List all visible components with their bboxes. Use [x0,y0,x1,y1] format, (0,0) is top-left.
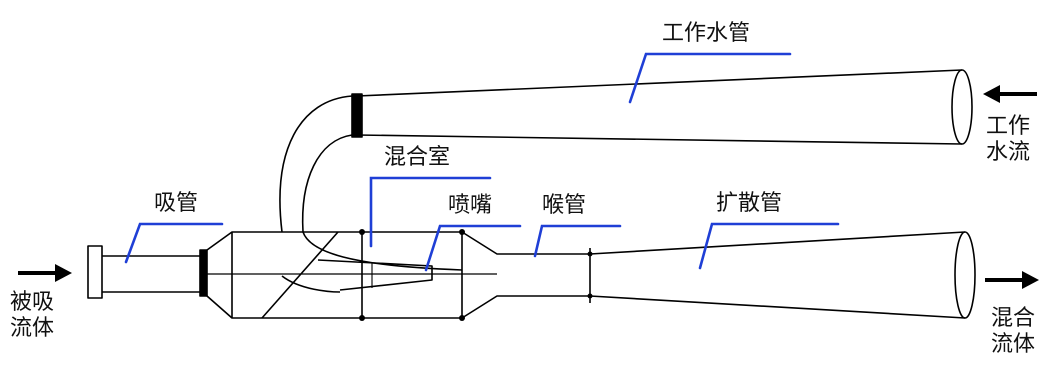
leader-working-pipe [628,52,792,104]
diffuser-label: 扩散管 [716,191,783,216]
sucked-fluid-label: 被吸 流体 [2,290,62,342]
mixed-fluid-line1: 混合 [990,306,1035,331]
mixed-fluid-label: 混合 流体 [983,306,1043,358]
mixed-fluid-arrow-icon [985,271,1039,289]
joint-dots [359,229,593,321]
suction-pipe [87,245,208,299]
working-flow-arrow-icon [983,85,1037,103]
working-flow-label: 工作 水流 [978,114,1038,166]
throat-and-diffuser [461,231,976,319]
nozzle-label: 喷嘴 [448,193,493,218]
leader-diffuser [698,222,840,270]
sucked-fluid-line1: 被吸 [9,290,54,315]
sucked-fluid-arrow-icon [18,264,72,282]
sucked-fluid-line2: 流体 [9,316,54,341]
working-flow-line1: 工作 [985,114,1030,139]
leader-throat [533,224,622,258]
throat-label: 喉管 [542,193,587,218]
working-water-pipe [279,69,973,233]
leader-mixing-chamber [369,176,492,248]
leader-nozzle [424,224,522,272]
leader-suction-pipe [124,222,224,264]
working-flow-line2: 水流 [985,140,1030,165]
working-pipe-label: 工作水管 [662,21,751,46]
nozzle [281,231,463,293]
suction-pipe-label: 吸管 [154,191,199,216]
mixed-fluid-line2: 流体 [990,332,1035,357]
mixing-chamber-label: 混合室 [384,145,451,170]
mixing-chamber-body [206,231,497,319]
